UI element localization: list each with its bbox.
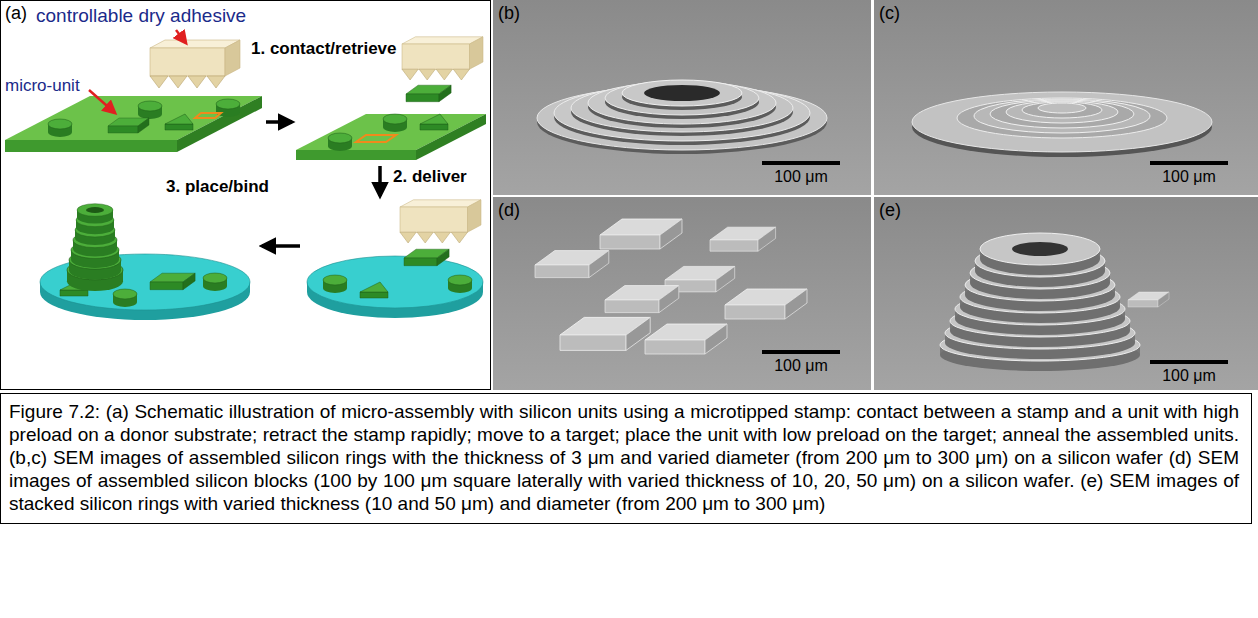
scale-label: 100 μm [1162, 367, 1216, 385]
leader-arrow [89, 90, 115, 113]
panel-letter: (a) [5, 3, 27, 24]
sem-image [912, 92, 1212, 152]
sem-image [1022, 102, 1102, 118]
dry-adhesive-stamp [150, 40, 240, 88]
scale-label: 100 μm [1162, 168, 1216, 186]
sem-image [605, 81, 759, 115]
sem-image [644, 85, 720, 101]
sem-panel: (d) 100 μm [493, 197, 871, 390]
donor-substrate [138, 101, 162, 119]
sem-panel: (e) 100 μm [874, 197, 1258, 390]
sem-image [710, 227, 776, 251]
sem-image [1006, 101, 1118, 123]
target-substrate [360, 282, 388, 298]
donor-substrate [108, 118, 149, 133]
process-arrow [266, 120, 292, 124]
sem-panel: (c) 100 μm [874, 0, 1258, 195]
sem-image [874, 197, 1258, 390]
sem-image [493, 197, 871, 390]
callout-label: micro-unit [5, 76, 80, 96]
donor-substrate [48, 119, 72, 137]
sem-image [1128, 292, 1169, 307]
stacked-tower [77, 204, 113, 224]
sem-image [1038, 103, 1086, 113]
sem-image [560, 317, 650, 350]
step-label: 2. deliver [393, 167, 467, 187]
sem-image [725, 289, 807, 319]
target-substrate [150, 273, 195, 290]
sem-image [622, 80, 742, 106]
sem-image [762, 161, 840, 165]
sem-image [974, 99, 1150, 133]
dry-adhesive-stamp [400, 200, 481, 243]
sem-panel: (b) 100 μm [493, 0, 871, 195]
donor-substrate [5, 96, 262, 152]
target-substrate [113, 289, 137, 307]
panel-letter: (e) [879, 200, 901, 221]
sem-image [874, 197, 1258, 390]
dry-adhesive-stamp [150, 40, 240, 88]
sem-image [874, 0, 1258, 195]
process-arrow [262, 244, 300, 248]
leader-arrow [176, 30, 186, 43]
dry-adhesive-stamp [400, 200, 481, 266]
dry-adhesive-stamp [406, 85, 451, 102]
sem-image [1150, 161, 1228, 165]
donor-substrate [328, 133, 352, 151]
sem-image [645, 324, 727, 354]
donor-substrate [296, 114, 486, 160]
target-substrate [323, 275, 347, 293]
sem-image [990, 100, 1134, 128]
sem-image [605, 286, 679, 313]
sem-image [600, 219, 682, 249]
donor-substrate [416, 114, 486, 160]
step-label: 1. contact/retrieve [251, 39, 397, 59]
figure-caption: Figure 7.2: (a) Schematic illustration o… [0, 393, 1252, 524]
donor-substrate [165, 114, 193, 130]
sem-image [493, 197, 871, 390]
donor-substrate [383, 114, 407, 132]
donor-substrate [5, 140, 177, 152]
sem-image [1150, 360, 1228, 364]
target-substrate [448, 275, 472, 293]
leader-arrow [89, 30, 186, 113]
schematic-panel: (a) controllable dry adhesive1. contact/r… [0, 0, 491, 390]
sem-image [957, 98, 1167, 138]
sem-image [980, 233, 1100, 275]
sem-image [874, 0, 1258, 195]
donor-substrate [420, 114, 448, 130]
sem-image [493, 0, 871, 195]
panel-letter: (b) [498, 3, 520, 24]
step-label: 3. place/bind [166, 177, 269, 197]
sem-image [535, 251, 609, 278]
process-arrow [262, 122, 380, 246]
donor-substrate [296, 150, 416, 160]
target-substrate [307, 256, 483, 318]
panel-letter: (c) [879, 3, 900, 24]
dry-adhesive-stamp [404, 249, 449, 266]
sem-image [493, 0, 871, 195]
stacked-tower [67, 204, 123, 291]
stacked-tower [86, 207, 104, 213]
target-substrate [307, 256, 483, 308]
dry-adhesive-stamp [402, 37, 483, 80]
sem-image [762, 350, 840, 354]
target-substrate [203, 273, 227, 291]
donor-substrate [195, 113, 221, 118]
process-arrow [378, 166, 382, 196]
scale-label: 100 μm [774, 168, 828, 186]
sem-image [1012, 242, 1068, 256]
panel-letter: (d) [498, 200, 520, 221]
donor-substrate [356, 135, 396, 142]
dry-adhesive-stamp [402, 37, 483, 102]
callout-label: controllable dry adhesive [36, 5, 246, 27]
scale-label: 100 μm [774, 357, 828, 375]
